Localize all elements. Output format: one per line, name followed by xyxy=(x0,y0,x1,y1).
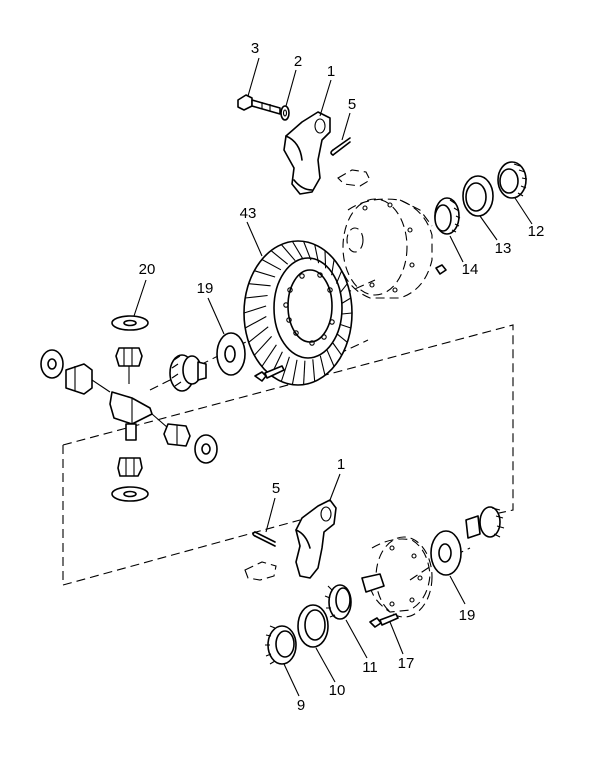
callout-1-top: 1 xyxy=(327,63,335,80)
ring-gear-tooth xyxy=(291,241,304,260)
callout-3: 3 xyxy=(251,40,259,57)
washer-2 xyxy=(280,105,290,121)
callout-5-top: 5 xyxy=(348,96,356,113)
ring-gear-tooth xyxy=(291,359,298,385)
cross-shaft xyxy=(109,391,169,441)
bearing-cap-1-top xyxy=(283,111,331,195)
thrust-washer-19-left xyxy=(216,332,246,376)
ring-gear-tooth xyxy=(245,294,268,299)
callout-14: 14 xyxy=(462,261,479,278)
callout-labels: 3 2 1 5 43 14 13 12 20 19 1 5 19 17 11 1… xyxy=(139,40,545,714)
ring-gear-tooth xyxy=(254,270,276,278)
callout-10: 10 xyxy=(329,682,346,699)
callout-13: 13 xyxy=(495,240,512,257)
cotter-pin-5-bottom xyxy=(252,531,276,547)
callout-19-left: 19 xyxy=(197,280,214,297)
ring-gear-tooth xyxy=(341,297,352,304)
ring-gear-tooth xyxy=(340,323,351,329)
ring-gear-tooth xyxy=(326,349,335,367)
bolt-17 xyxy=(369,613,399,628)
washer-right-end xyxy=(194,434,218,464)
adjuster-nut-12 xyxy=(497,161,528,199)
thrust-washer-20 xyxy=(111,315,149,331)
ring-gear-tooth xyxy=(335,270,343,284)
ring-gear-tooth xyxy=(332,342,343,356)
side-gear-left xyxy=(169,354,207,392)
callout-17: 17 xyxy=(398,655,415,672)
ring-gear-tooth xyxy=(331,259,335,276)
ring-gear-tooth xyxy=(248,283,271,287)
adjuster-nut-9 xyxy=(265,625,297,665)
callout-2: 2 xyxy=(294,53,302,70)
differential-case-top xyxy=(341,198,447,299)
ring-gear-tooth xyxy=(253,336,273,356)
thrust-washer-bottom xyxy=(111,486,149,502)
lock-plate-top xyxy=(337,169,371,187)
bearing-cup-10 xyxy=(297,604,329,648)
lock-plate-bottom xyxy=(244,561,277,581)
callout-11: 11 xyxy=(362,659,378,676)
ring-gear-tooth xyxy=(261,259,282,271)
bearing-cone-14 xyxy=(434,197,461,235)
ring-gear-43 xyxy=(243,240,353,386)
pinion-gear-right xyxy=(163,423,191,447)
differential-case-bottom xyxy=(361,536,433,618)
ring-gear-tooth xyxy=(341,312,353,315)
ring-gear-tooth xyxy=(244,316,267,329)
callout-19-right: 19 xyxy=(459,607,476,624)
ring-gear-tooth xyxy=(280,356,290,382)
pinion-gear-lower xyxy=(117,457,143,477)
ring-gear-tooth xyxy=(314,244,320,264)
ring-gear-tooth xyxy=(248,326,269,343)
ring-gear-tooth xyxy=(261,344,277,367)
bolt-3 xyxy=(237,94,281,115)
side-gear-right xyxy=(465,506,505,539)
ring-gear-bolt xyxy=(254,365,285,382)
ring-gear-tooth xyxy=(312,359,316,382)
ring-gear-tooth xyxy=(319,355,326,376)
pinion-gear-left xyxy=(65,363,111,395)
pinion-gear-upper xyxy=(115,347,143,384)
washer-left-end xyxy=(40,349,64,379)
ring-gear-tooth xyxy=(270,250,289,265)
callout-9: 9 xyxy=(297,697,305,714)
callout-5-bottom: 5 xyxy=(272,480,280,497)
bearing-cap-1-bottom xyxy=(295,499,337,579)
callout-1-bottom: 1 xyxy=(337,456,345,473)
callout-20: 20 xyxy=(139,261,156,278)
ring-gear-tooth xyxy=(280,244,296,262)
ring-gear-tooth xyxy=(339,283,348,294)
thrust-washer-19-right xyxy=(430,530,462,576)
leader-lines xyxy=(133,57,533,697)
bearing-cup-13 xyxy=(462,175,494,217)
cotter-pin-5-top xyxy=(330,137,351,156)
ring-gear-tooth xyxy=(303,241,312,261)
ring-gear-tooth xyxy=(303,360,306,385)
bearing-cone-11 xyxy=(324,584,352,620)
callout-43: 43 xyxy=(240,205,257,222)
ring-gear-tooth xyxy=(324,250,327,269)
ring-gear-tooth xyxy=(243,305,267,314)
ring-gear-tooth xyxy=(337,333,348,343)
callout-12: 12 xyxy=(528,223,545,240)
